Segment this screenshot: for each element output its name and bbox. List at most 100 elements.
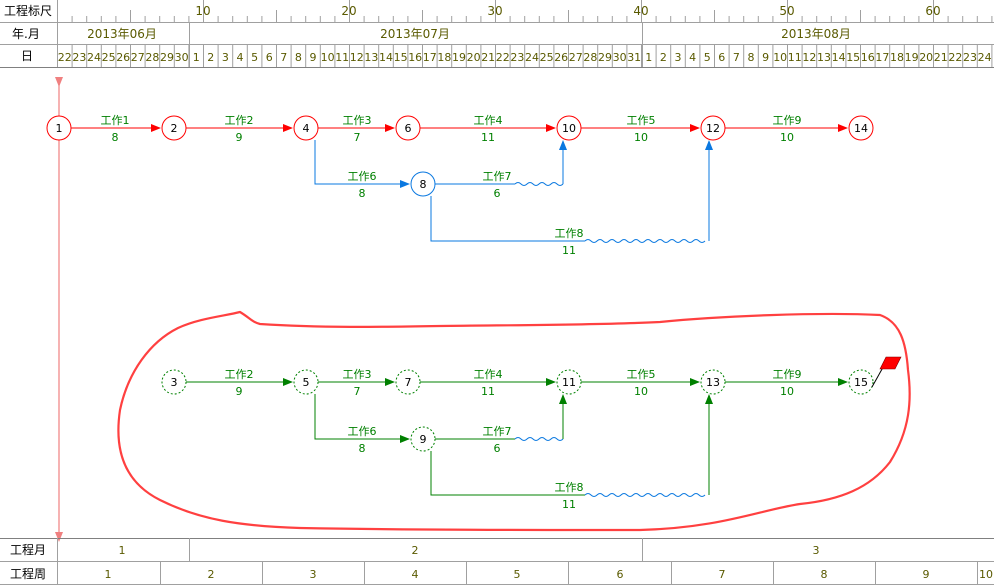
node-label: 9	[420, 433, 427, 446]
day-cell: 6	[718, 51, 725, 64]
day-cell: 16	[408, 51, 422, 64]
node-circle[interactable]	[556, 115, 582, 141]
float-wave-7	[514, 437, 564, 441]
ruler-tick: 60	[925, 4, 940, 18]
arrow-task-8	[430, 451, 585, 496]
day-cell: 1	[645, 51, 652, 64]
node-label: 11	[562, 376, 576, 389]
node-label: 13	[706, 376, 720, 389]
ruler-tick: 40	[633, 4, 648, 18]
node-circle[interactable]	[556, 369, 582, 395]
day-cell: 15	[394, 51, 408, 64]
project-week-cell: 7	[719, 568, 726, 581]
timescale-footer	[0, 538, 994, 585]
day-cell: 3	[675, 51, 682, 64]
day-cell: 13	[817, 51, 831, 64]
task-name: 工作4	[474, 368, 503, 381]
task-name: 工作4	[474, 114, 503, 127]
day-cell: 23	[510, 51, 524, 64]
node-circle[interactable]	[395, 369, 421, 395]
task-duration: 7	[354, 385, 361, 398]
node-label: 7	[405, 376, 412, 389]
project-week-cell: 6	[617, 568, 624, 581]
day-cell: 24	[87, 51, 101, 64]
day-cell: 21	[481, 51, 495, 64]
node-label: 1	[56, 122, 63, 135]
month-cell: 2013年08月	[781, 27, 851, 41]
project-week-cell: 3	[310, 568, 317, 581]
project-week-cell: 8	[821, 568, 828, 581]
day-cell: 15	[846, 51, 860, 64]
project-week-label: 工程周	[10, 566, 46, 581]
day-cell: 23	[72, 51, 86, 64]
task-name: 工作8	[555, 227, 584, 240]
node-circle[interactable]	[46, 115, 72, 141]
yearmonth-label: 年.月	[12, 27, 40, 41]
day-cell: 13	[364, 51, 378, 64]
ruler-tick: 10	[195, 4, 210, 18]
day-cell: 2	[660, 51, 667, 64]
day-cell: 10	[321, 51, 335, 64]
day-cell: 7	[280, 51, 287, 64]
node-circle[interactable]	[848, 115, 874, 141]
network-top: 1 2 4 6 10 12 14 8 工作1 8 工作2 9 工作3 7 工作4…	[46, 114, 874, 257]
day-cell: 25	[102, 51, 116, 64]
node-circle[interactable]	[848, 369, 874, 395]
task-duration: 10	[780, 385, 794, 398]
node-circle[interactable]	[410, 171, 436, 197]
project-month-label: 工程月	[10, 542, 46, 557]
arrow-task-6	[314, 394, 410, 443]
day-cell: 14	[379, 51, 393, 64]
task-duration: 11	[481, 131, 495, 144]
day-cell: 16	[861, 51, 875, 64]
day-cell: 30	[613, 51, 627, 64]
day-cell: 31	[627, 51, 641, 64]
node-circle[interactable]	[161, 115, 187, 141]
task-name: 工作8	[555, 481, 584, 494]
node-label: 3	[171, 376, 178, 389]
day-cell: 22	[496, 51, 510, 64]
day-cell: 11	[335, 51, 349, 64]
task-duration: 8	[359, 442, 366, 455]
node-circle[interactable]	[395, 115, 421, 141]
node-circle[interactable]	[293, 369, 319, 395]
project-month-cell: 2	[412, 544, 419, 557]
day-cell: 24	[978, 51, 992, 64]
day-cell: 22	[58, 51, 72, 64]
month-cell: 2013年06月	[87, 27, 157, 41]
node-circle[interactable]	[700, 115, 726, 141]
day-cell: 9	[762, 51, 769, 64]
node-circle[interactable]	[293, 115, 319, 141]
day-cell: 21	[934, 51, 948, 64]
node-circle[interactable]	[410, 426, 436, 452]
day-cell: 24	[525, 51, 539, 64]
task-name: 工作2	[225, 368, 254, 381]
day-cell: 27	[131, 51, 145, 64]
arrow-task-6	[314, 140, 410, 188]
task-duration: 10	[780, 131, 794, 144]
task-duration: 8	[359, 187, 366, 200]
day-cell: 17	[875, 51, 889, 64]
day-cell: 5	[251, 51, 258, 64]
task-duration: 7	[354, 131, 361, 144]
day-cell: 26	[554, 51, 568, 64]
node-circle[interactable]	[700, 369, 726, 395]
project-month-cell: 3	[813, 544, 820, 557]
day-cell: 20	[919, 51, 933, 64]
day-cell: 18	[437, 51, 451, 64]
node-label: 8	[420, 178, 427, 191]
float-wave-7	[514, 182, 564, 186]
task-duration: 9	[236, 131, 243, 144]
node-circle[interactable]	[161, 369, 187, 395]
task-name: 工作5	[627, 114, 656, 127]
day-cell: 1	[193, 51, 200, 64]
task-duration: 11	[562, 244, 576, 257]
node-label: 12	[706, 122, 720, 135]
freehand-annotation	[117, 310, 911, 532]
flag-icon[interactable]	[879, 356, 902, 370]
project-week-cell: 9	[923, 568, 930, 581]
day-cell: 28	[583, 51, 597, 64]
project-week-cell: 2	[208, 568, 215, 581]
